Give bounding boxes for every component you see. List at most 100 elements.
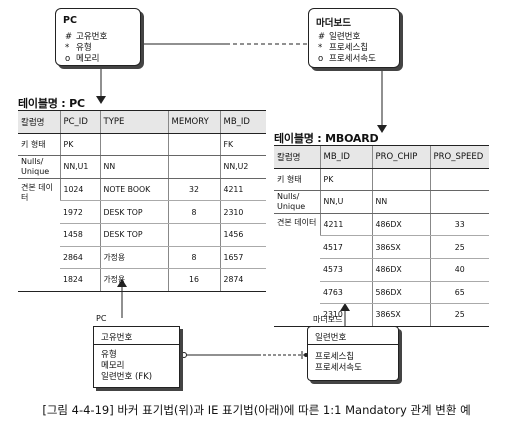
table-row: 견본 데이터 4211 486DX 33 (274, 213, 489, 327)
mb-key-cell (429, 168, 489, 192)
table-row: 4517 386SX 25 (274, 235, 489, 259)
ie-relationship-optional-circle (181, 352, 187, 358)
table-cell: 2864 (60, 246, 100, 270)
table-cell: 1657 (219, 246, 266, 270)
pc-key-cell: FK (219, 133, 266, 157)
ie-mb-attr-0: 프로세스칩 (315, 352, 355, 362)
mb-nulls-cell (429, 190, 489, 214)
pc-col-header: PC_ID (59, 110, 100, 134)
ie-pc-attr-0: 유형 (101, 350, 117, 360)
table-cell: 25 (429, 303, 489, 327)
mb-key-label: 키 형태 (274, 168, 320, 192)
pc-table: 칼럼명 PC_ID TYPE MEMORY MB_ID 키 형태 PK FK N… (18, 110, 266, 292)
pc-table-header-row: 칼럼명 PC_ID TYPE MEMORY MB_ID (18, 110, 266, 134)
pc-nulls-row: Nulls/ Unique NN,U1 NN NN,U2 (18, 155, 266, 179)
table-cell: 386SX (371, 235, 430, 259)
table-row: 2864 가정용 8 1657 (18, 246, 266, 270)
mb-nulls-label: Nulls/ Unique (274, 190, 320, 214)
table-cell: 1456 (219, 223, 266, 247)
ie-pc-title: PC (96, 314, 107, 323)
table-row: 1824 가정용 16 2874 (18, 268, 266, 292)
table-cell: 2310 (320, 303, 372, 327)
table-cell: 4517 (320, 235, 372, 259)
pc-col-header: MEMORY (167, 110, 220, 134)
mboard-table: 칼럼명 MB_ID PRO_CHIP PRO_SPEED 키 형태 PK Nul… (274, 145, 489, 327)
table-cell: 4763 (320, 281, 372, 305)
table-cell: 1824 (60, 268, 100, 292)
barker-pc-attr-1: *유형 (65, 43, 92, 53)
pc-col-header: MB_ID (219, 110, 266, 134)
pc-key-cell (99, 133, 168, 157)
mb-col-header: PRO_SPEED (429, 145, 489, 169)
pc-col-header: 칼럼명 (18, 110, 60, 134)
mb-key-cell: PK (319, 168, 372, 192)
pc-arrow-head (96, 96, 106, 104)
table-cell: 1972 (60, 200, 100, 224)
ie-pc-attr-1: 메모리 (101, 361, 125, 371)
table-cell: 가정용 (99, 268, 168, 292)
table-row: 1972 DESK TOP 8 2310 (18, 200, 266, 224)
figure-caption: [그림 4-4-19] 바커 표기법(위)과 IE 표기법(아래)에 따른 1:… (42, 403, 471, 417)
table-cell: 4211 (219, 178, 266, 202)
mb-table-name: 테이블명 : MBOARD (274, 132, 379, 145)
barker-pc-title: PC (63, 15, 77, 26)
pc-nulls-cell (167, 155, 220, 179)
ie-mb-title: 마더보드 (313, 315, 343, 324)
table-row: 견본 데이터 1024 NOTE BOOK 32 4211 (18, 178, 266, 292)
table-cell: 40 (429, 258, 489, 282)
table-cell: 1458 (60, 223, 100, 247)
table-cell: 32 (167, 178, 220, 202)
table-cell: NOTE BOOK (99, 178, 168, 202)
mb-key-cell (371, 168, 430, 192)
ie-motherboard-entity: 일련번호 프로세스칩 프로세서속도 (307, 326, 399, 381)
table-cell: 33 (429, 213, 489, 237)
mb-col-header: MB_ID (319, 145, 372, 169)
table-cell: 65 (429, 281, 489, 305)
table-cell: 8 (167, 200, 220, 224)
ie-pc-entity: 고유번호 유형 메모리 일련번호 (FK) (93, 326, 180, 388)
table-cell: 1024 (59, 178, 100, 202)
ie-pc-attr-2: 일련번호 (FK) (101, 372, 153, 382)
mb-nulls-cell: NN,U (319, 190, 372, 214)
pc-key-cell (167, 133, 220, 157)
mb-table-header-row: 칼럼명 MB_ID PRO_CHIP PRO_SPEED (274, 145, 489, 169)
table-cell: 16 (167, 268, 220, 292)
table-row: 2310 386SX 25 (274, 303, 489, 327)
pc-key-label: 키 형태 (18, 133, 60, 157)
mb-nulls-row: Nulls/ Unique NN,U NN (274, 190, 489, 214)
pc-key-row: 키 형태 PK FK (18, 133, 266, 157)
table-cell: 486DX (371, 258, 430, 282)
mb-col-header: 칼럼명 (274, 145, 320, 169)
mb-col-header: PRO_CHIP (371, 145, 430, 169)
ie-mb-pk: 일련번호 (315, 333, 347, 343)
pc-nulls-cell: NN (99, 155, 168, 179)
ie-mb-divider (308, 344, 398, 345)
pc-key-cell: PK (59, 133, 100, 157)
mb-arrow-head (377, 125, 387, 133)
table-cell: DESK TOP (99, 223, 168, 247)
table-cell: 가정용 (99, 246, 168, 270)
ie-pc-pk: 고유번호 (101, 333, 133, 343)
table-cell: 25 (429, 235, 489, 259)
table-cell (167, 223, 220, 247)
pc-sample-label: 견본 데이터 (18, 178, 60, 292)
pc-nulls-cell: NN,U2 (219, 155, 266, 179)
pc-nulls-cell: NN,U1 (59, 155, 100, 179)
mb-nulls-cell: NN (371, 190, 430, 214)
pc-col-header: TYPE (99, 110, 168, 134)
table-cell: 2874 (219, 268, 266, 292)
barker-mb-attr-0: #일련번호 (318, 32, 361, 42)
table-cell: 8 (167, 246, 220, 270)
pc-table-name: 테이블명 : PC (18, 97, 85, 110)
barker-mb-title: 마더보드 (316, 18, 351, 29)
table-cell: 2310 (219, 200, 266, 224)
table-cell: 386SX (371, 303, 430, 327)
table-cell: 586DX (371, 281, 430, 305)
mb-sample-label: 견본 데이터 (274, 213, 320, 327)
pc-nulls-label: Nulls/ Unique (18, 155, 60, 179)
table-cell: DESK TOP (99, 200, 168, 224)
